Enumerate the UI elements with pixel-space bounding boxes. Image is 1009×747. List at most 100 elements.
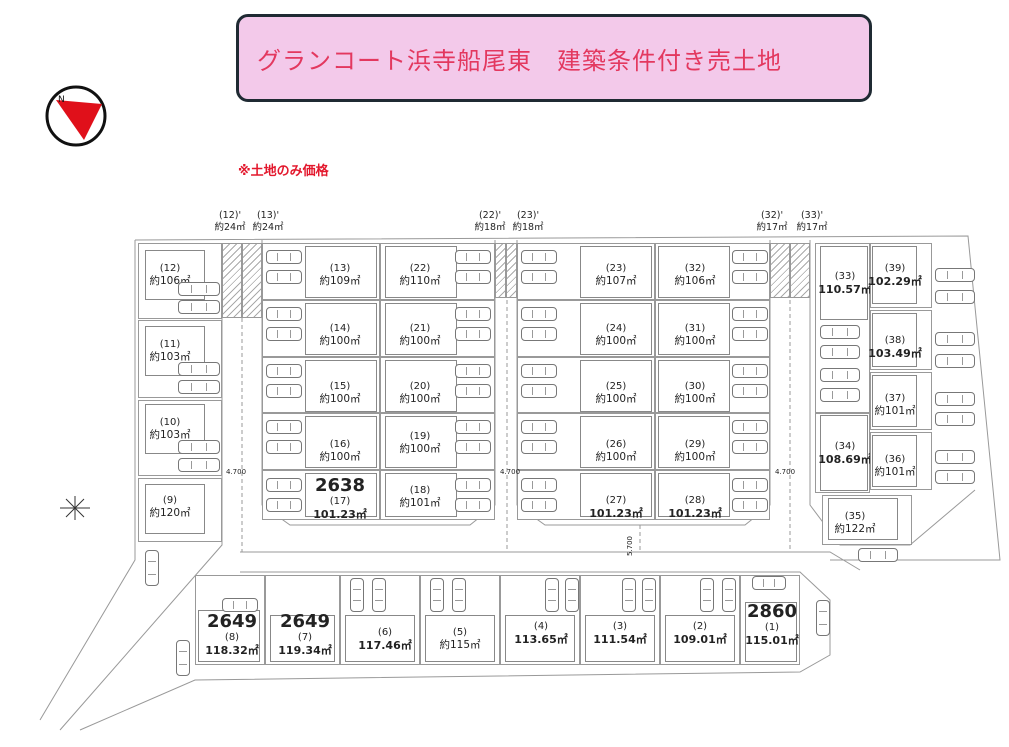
parked-car-icon — [521, 250, 557, 264]
lot-label[interactable]: (36)約101㎡ — [874, 453, 915, 479]
north-compass-icon: N — [45, 85, 107, 147]
lot-label[interactable]: (29)約100㎡ — [674, 438, 715, 464]
building-footprint — [145, 484, 205, 534]
parked-car-icon — [732, 364, 768, 378]
lot-label[interactable]: (24)約100㎡ — [595, 322, 636, 348]
strip-id: (12)' — [218, 210, 242, 221]
parked-car-icon — [732, 478, 768, 492]
strip-area: 約24㎡ — [214, 222, 246, 233]
lot-label[interactable]: (9)約120㎡ — [149, 494, 190, 520]
lot-area: 約107㎡ — [595, 275, 637, 287]
lot-label[interactable]: (31)約100㎡ — [674, 322, 715, 348]
lot-label[interactable]: (39)102.29㎡ — [868, 262, 921, 288]
lot-label[interactable]: (13)約109㎡ — [319, 262, 360, 288]
lot-number: (34) — [834, 441, 856, 452]
road-width-label: 4.700 — [774, 468, 796, 476]
lot-label[interactable]: (32)約106㎡ — [674, 262, 715, 288]
lot-3[interactable] — [138, 478, 222, 542]
lot-label[interactable]: 2649(7)119.34㎡ — [278, 612, 331, 657]
lot-label[interactable]: (33)110.57㎡ — [818, 270, 871, 296]
lot-label[interactable]: (4)113.65㎡ — [514, 620, 567, 646]
lot-label[interactable]: (28)101.23㎡ — [668, 494, 721, 520]
svg-text:N: N — [58, 95, 65, 105]
lot-label[interactable]: (22)約110㎡ — [399, 262, 440, 288]
lot-area: 101.23㎡ — [313, 508, 367, 521]
parked-car-icon — [266, 327, 302, 341]
building-footprint — [580, 360, 652, 412]
lot-label[interactable]: (21)約100㎡ — [399, 322, 440, 348]
parked-car-icon — [521, 478, 557, 492]
lot-number: (33) — [834, 271, 856, 282]
lot-26[interactable] — [870, 310, 932, 370]
lot-area: 101.23㎡ — [589, 507, 643, 520]
building-footprint — [305, 416, 377, 468]
parked-car-icon — [222, 598, 258, 612]
parked-car-icon — [455, 307, 491, 321]
parked-car-icon — [700, 578, 714, 612]
lot-32[interactable] — [265, 575, 340, 665]
strip-id: (22)' — [478, 210, 502, 221]
lot-31[interactable] — [195, 575, 265, 665]
parked-car-icon — [816, 600, 830, 636]
parked-car-icon — [732, 270, 768, 284]
lot-label[interactable]: (23)約107㎡ — [595, 262, 636, 288]
parked-car-icon — [521, 420, 557, 434]
parked-car-icon — [266, 440, 302, 454]
lot-label[interactable]: 2638(17)101.23㎡ — [313, 476, 366, 521]
lot-area: 約100㎡ — [595, 451, 637, 463]
lot-label[interactable]: (27)101.23㎡ — [589, 494, 642, 520]
building-footprint — [658, 246, 730, 298]
lot-label[interactable]: (37)約101㎡ — [874, 392, 915, 418]
lot-number: (7) — [297, 632, 313, 643]
lot-label[interactable]: (11)約103㎡ — [149, 338, 190, 364]
lot-label[interactable]: (20)約100㎡ — [399, 380, 440, 406]
lot-area: 約106㎡ — [674, 275, 716, 287]
lot-label[interactable]: (6)117.46㎡ — [358, 626, 411, 652]
lot-number: (4) — [533, 621, 549, 632]
parked-car-icon — [455, 420, 491, 434]
lot-label[interactable]: 2649(8)118.32㎡ — [205, 612, 258, 657]
road-width-label: 4.700 — [499, 468, 521, 476]
lot-label[interactable]: (3)111.54㎡ — [593, 620, 646, 646]
lot-27[interactable] — [870, 372, 932, 430]
lot-number: (37) — [884, 393, 906, 404]
lot-label[interactable]: (16)約100㎡ — [319, 438, 360, 464]
parked-car-icon — [455, 364, 491, 378]
lot-number: (38) — [884, 335, 906, 346]
building-footprint — [145, 326, 205, 376]
building-footprint — [658, 416, 730, 468]
lot-label[interactable]: (10)約103㎡ — [149, 416, 190, 442]
lot-label[interactable]: (19)約100㎡ — [399, 430, 440, 456]
lot-area: 約100㎡ — [319, 335, 361, 347]
parked-car-icon — [935, 332, 975, 346]
lot-label[interactable]: (30)約100㎡ — [674, 380, 715, 406]
lot-label[interactable]: 2860(1)115.01㎡ — [745, 602, 798, 647]
lot-28[interactable] — [815, 413, 870, 493]
parked-car-icon — [455, 384, 491, 398]
lot-label[interactable]: (25)約100㎡ — [595, 380, 636, 406]
parked-car-icon — [430, 578, 444, 612]
parked-car-icon — [521, 498, 557, 512]
lot-29[interactable] — [870, 432, 932, 490]
strip-label: (33)'約17㎡ — [796, 210, 827, 234]
lot-label[interactable]: (38)103.49㎡ — [868, 334, 921, 360]
lot-label[interactable]: (14)約100㎡ — [319, 322, 360, 348]
lot-38[interactable] — [740, 575, 800, 665]
lot-25[interactable] — [870, 243, 932, 308]
parked-car-icon — [266, 420, 302, 434]
lot-label[interactable]: (26)約100㎡ — [595, 438, 636, 464]
strip-label: (23)'約18㎡ — [512, 210, 543, 234]
lot-label[interactable]: (15)約100㎡ — [319, 380, 360, 406]
lot-label[interactable]: (2)109.01㎡ — [673, 620, 726, 646]
lot-label[interactable]: (18)約101㎡ — [399, 484, 440, 510]
parked-car-icon — [732, 440, 768, 454]
lot-price: 2638 — [314, 475, 366, 496]
lot-label[interactable]: (34)108.69㎡ — [818, 440, 871, 466]
parked-car-icon — [178, 458, 220, 472]
lot-area: 約100㎡ — [399, 443, 441, 455]
lot-label[interactable]: (5)約115㎡ — [439, 626, 480, 652]
parked-car-icon — [935, 268, 975, 282]
strip-label: (32)'約17㎡ — [756, 210, 787, 234]
lot-label[interactable]: (35)約122㎡ — [834, 510, 875, 536]
